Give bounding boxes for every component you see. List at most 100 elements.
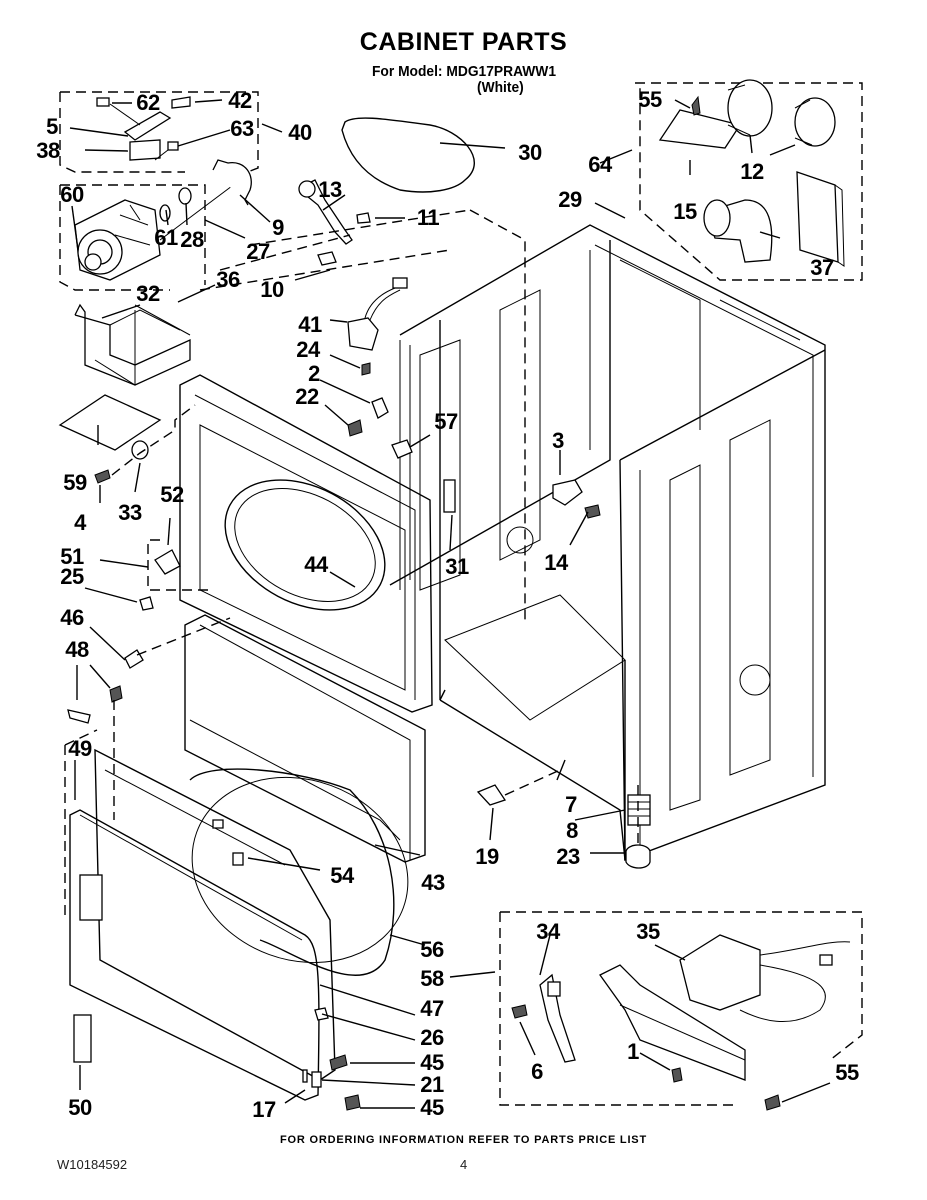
callout-15: 15 [673, 199, 697, 224]
strike-46-drawing [124, 649, 144, 669]
callout-54: 54 [330, 863, 354, 888]
clip-19-drawing [476, 784, 507, 806]
callout-45: 45 [420, 1095, 444, 1120]
callout-21: 21 [420, 1072, 444, 1097]
callout-14: 14 [544, 550, 568, 575]
hinge-parts [302, 1007, 361, 1111]
callout-9: 9 [272, 215, 284, 240]
callout-6: 6 [531, 1059, 543, 1084]
callout-49: 49 [68, 736, 92, 761]
callout-52: 52 [160, 482, 184, 507]
callout-36: 36 [216, 267, 240, 292]
callout-10: 10 [260, 277, 284, 302]
leg-foot-drawing [625, 785, 651, 869]
callout-55: 55 [638, 87, 662, 112]
callout-5: 5 [46, 114, 58, 139]
callout-25: 25 [60, 564, 84, 589]
callout-23: 23 [556, 844, 580, 869]
callout-8: 8 [566, 818, 578, 843]
callout-35: 35 [636, 919, 660, 944]
callout-59: 59 [63, 470, 87, 495]
kit-box-door [64, 729, 98, 915]
callout-46: 46 [60, 605, 84, 630]
callout-28: 28 [180, 227, 204, 252]
idler-arm-drawing [301, 179, 353, 245]
callout-29: 29 [558, 187, 582, 212]
callout-32: 32 [136, 281, 160, 306]
callout-41: 41 [298, 312, 322, 337]
front-bulkhead-drawing [179, 374, 433, 713]
callout-60: 60 [60, 182, 84, 207]
callout-33: 33 [118, 500, 142, 525]
callout-64: 64 [588, 152, 612, 177]
screw-4-drawing [94, 469, 111, 484]
callout-38: 38 [36, 138, 60, 163]
callout-44: 44 [304, 552, 328, 577]
callout-27: 27 [246, 239, 270, 264]
callout-43: 43 [421, 870, 445, 895]
bracket-3-drawing [552, 479, 583, 506]
callout-4: 4 [74, 510, 86, 535]
burner-kit-drawing [511, 934, 851, 1111]
callout-47: 47 [420, 996, 444, 1021]
callout-19: 19 [475, 844, 499, 869]
cabinet-drawing [389, 209, 826, 862]
leader-arrows [69, 99, 831, 1109]
callout-7: 7 [565, 792, 577, 817]
callout-3: 3 [552, 428, 564, 453]
callout-17: 17 [252, 1097, 276, 1122]
callout-30: 30 [518, 140, 542, 165]
callout-58: 58 [420, 966, 444, 991]
callout-45: 45 [420, 1050, 444, 1075]
motor-clamp-drawing [212, 159, 252, 206]
switch-kit-parts [96, 96, 191, 161]
callout-26: 26 [420, 1025, 444, 1050]
callout-34: 34 [536, 919, 560, 944]
callout-42: 42 [228, 88, 252, 113]
callout-12: 12 [740, 159, 764, 184]
callout-61: 61 [154, 225, 178, 250]
callout-57: 57 [434, 409, 458, 434]
spring-drawing [317, 251, 337, 266]
stopper-25-drawing [139, 596, 154, 611]
screw-14-drawing [584, 504, 601, 519]
page-title: CABINET PARTS [359, 28, 568, 56]
insulation-pad-drawing [58, 394, 162, 451]
screw-11-drawing [356, 212, 371, 224]
clip-52-drawing [154, 549, 181, 575]
motor-mount-drawing [74, 303, 191, 386]
callout-56: 56 [420, 937, 444, 962]
door-switch-parts [347, 277, 456, 513]
callout-37: 37 [810, 255, 834, 280]
kit-box-switch [59, 91, 259, 176]
callout-51: 51 [60, 544, 84, 569]
kit-box-accessory [635, 82, 863, 281]
kit-box-motor [59, 184, 206, 291]
callout-40: 40 [288, 120, 312, 145]
washer-drawing [131, 440, 149, 460]
callout-31: 31 [445, 554, 469, 579]
callout-24: 24 [296, 337, 320, 362]
model-line: For Model: MDG17PRAWW1 [372, 63, 557, 80]
callout-1: 1 [627, 1039, 639, 1064]
callout-50: 50 [68, 1095, 92, 1120]
screw-48-a-drawing [109, 685, 123, 703]
door-assembly-drawing [69, 748, 409, 1101]
callout-22: 22 [295, 384, 319, 409]
kit-box-burner [499, 911, 863, 1106]
page-number: 4 [460, 1157, 468, 1172]
callout-48: 48 [65, 637, 89, 662]
callout-63: 63 [230, 116, 254, 141]
callout-13: 13 [318, 177, 342, 202]
model-variant: (White) [477, 79, 524, 96]
screw-48-b-drawing [67, 709, 91, 724]
toe-panel-drawing [184, 614, 426, 863]
callout-62: 62 [136, 90, 160, 115]
drive-motor-drawing [74, 179, 241, 281]
callout-2: 2 [308, 361, 320, 386]
kit-box-clip [147, 539, 210, 591]
document-number: W10184592 [57, 1157, 128, 1172]
drive-belt-drawing [341, 117, 475, 193]
callout-55: 55 [835, 1060, 859, 1085]
